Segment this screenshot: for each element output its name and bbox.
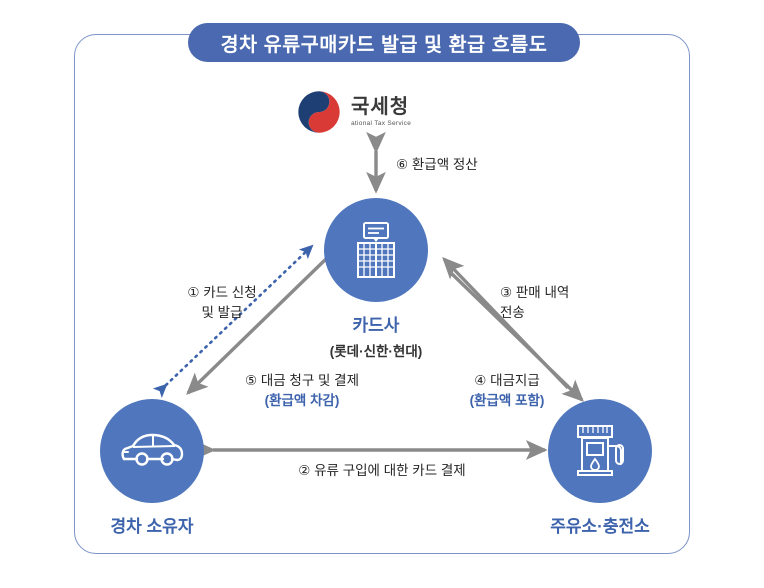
nts-logo: 국세청 ational Tax Service (296, 88, 466, 136)
flow-label-4-sub: (환급액 포함) (469, 392, 545, 408)
flow-label-1-line2: 및 발급 (201, 304, 243, 320)
node-gas-station[interactable]: 주유소·충전소 (548, 399, 652, 537)
flow-label-4: ④ 대금지급 (환급액 포함) (434, 371, 580, 410)
node-card-company-label: 카드사 (352, 316, 400, 335)
node-gas-station-circle (548, 399, 652, 503)
node-car-owner-label: 경차 소유자 (110, 517, 194, 536)
node-car-owner-circle (100, 399, 204, 503)
flow-label-1-line1: ① 카드 신청 (187, 285, 257, 300)
flow-label-6-line1: ⑥ 환급액 정산 (396, 157, 478, 172)
flow-label-3-line2: 전송 (500, 304, 525, 320)
flow-label-4-line1: ④ 대금지급 (474, 373, 540, 388)
flow-label-3: ③ 판매 내역 전송 (500, 283, 620, 322)
node-card-company-circle (324, 198, 428, 302)
flow-label-5-line1: ⑤ 대금 청구 및 결제 (244, 373, 360, 388)
flow-label-5: ⑤ 대금 청구 및 결제 (환급액 차감) (224, 371, 380, 410)
fuel-pump-icon (577, 425, 624, 476)
taegeuk-icon (298, 91, 340, 133)
page-title: 경차 유류구매카드 발급 및 환급 흐름도 (188, 23, 580, 62)
nts-logo-english: ational Tax Service (351, 119, 412, 127)
nts-logo-korean: 국세청 (351, 95, 410, 118)
flow-label-3-line1: ③ 판매 내역 (500, 285, 570, 300)
node-card-company-sub: (롯데·신한·현대) (329, 344, 423, 359)
flow-label-1: ① 카드 신청 및 발급 (163, 283, 281, 322)
flow-label-2: ② 유류 구입에 대한 카드 결제 (256, 461, 508, 481)
node-car-owner[interactable]: 경차 소유자 (100, 399, 204, 537)
node-card-company[interactable]: 카드사 (롯데·신한·현대) (324, 198, 428, 360)
flow-label-5-sub: (환급액 차감) (264, 392, 340, 408)
flow-label-2-line1: ② 유류 구입에 대한 카드 결제 (298, 463, 466, 478)
flow-label-6: ⑥ 환급액 정산 (396, 155, 478, 175)
building-card-icon (357, 222, 395, 278)
car-icon (121, 433, 184, 466)
node-gas-station-label: 주유소·충전소 (550, 517, 650, 536)
